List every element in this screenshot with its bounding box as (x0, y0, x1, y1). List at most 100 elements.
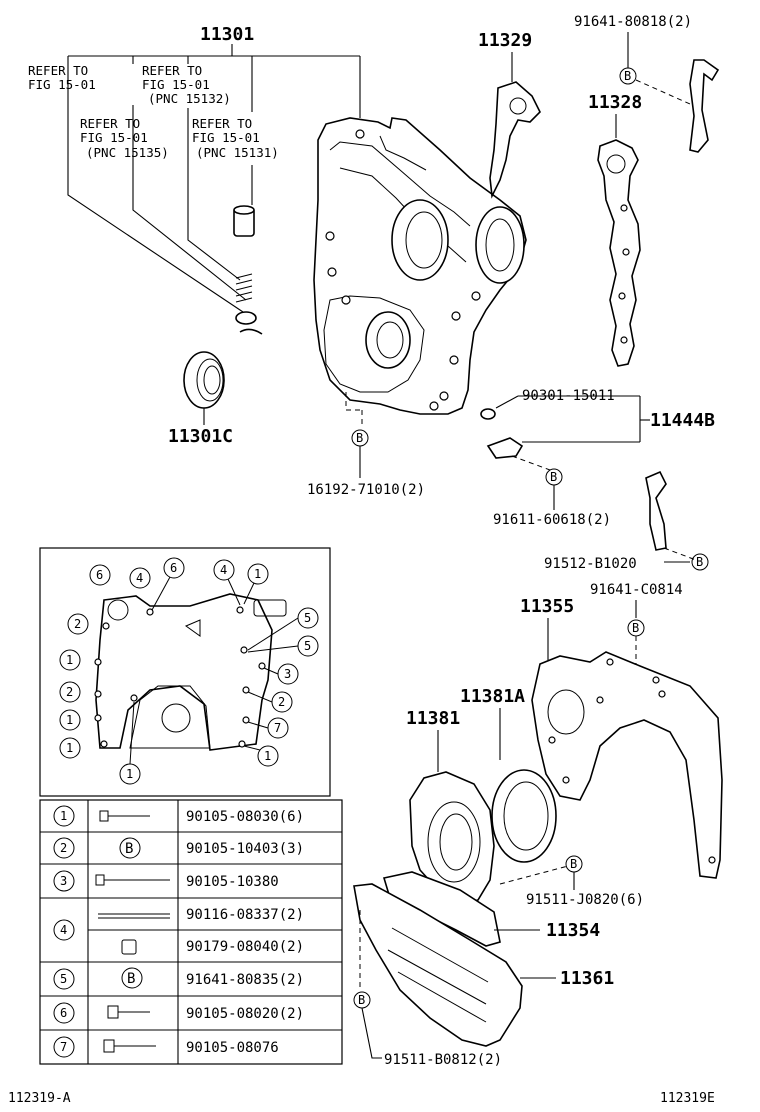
bolt-icon (107, 1005, 150, 1019)
part-number-91611[interactable]: 91611-60618(2) (493, 512, 611, 528)
nut-icon (121, 939, 137, 955)
oil-pipe-bracket-part[interactable] (689, 59, 720, 153)
inset-cover-outline (95, 593, 273, 751)
part-number-11381a[interactable]: 11381A (460, 686, 525, 707)
callout-4[interactable]: 4 (220, 563, 227, 577)
oil-seal-11301c: 11301C (168, 351, 233, 447)
timing-chain-cover-body[interactable] (313, 117, 527, 415)
inset-callouts: 6 4 6 4 1 2 5 5 1 3 2 2 1 7 1 1 1 (59, 557, 319, 785)
part-number-11328[interactable]: 11328 (588, 92, 642, 113)
part-number-11355[interactable]: 11355 (520, 596, 574, 617)
table-part-number[interactable]: 90105-10380 (186, 874, 279, 890)
callout-4[interactable]: 4 (136, 571, 143, 585)
valve-part[interactable] (235, 311, 257, 325)
table-part-number[interactable]: 90116-08337(2) (186, 907, 304, 923)
part-number-16192[interactable]: 16192-71010(2) (307, 482, 425, 498)
stud-91641-80818-group: 91641-80818(2) B 11328 (574, 14, 720, 153)
table-part-number[interactable]: 90105-08020(2) (186, 1006, 304, 1022)
plate-part[interactable] (531, 651, 723, 879)
gasket-11328[interactable] (597, 139, 641, 367)
part-number-11361[interactable]: 11361 (560, 968, 614, 989)
part-number-11301c[interactable]: 11301C (168, 426, 233, 447)
bolt-icon (99, 810, 150, 822)
b-marker: B (570, 857, 577, 871)
part-number-91511-b0812[interactable]: 91511-B0812(2) (384, 1052, 502, 1068)
callout-2[interactable]: 2 (74, 617, 81, 631)
part-number-91511-j0820[interactable]: 91511-J0820(6) (526, 892, 644, 908)
table-key-3[interactable]: 3 (60, 874, 67, 888)
oil-seal-11381a: 11381A (460, 686, 557, 863)
callout-1[interactable]: 1 (66, 653, 73, 667)
refer-note-3-pnc: (PNC 15135) (86, 145, 169, 160)
callout-5[interactable]: 5 (304, 611, 311, 625)
callout-1[interactable]: 1 (66, 741, 73, 755)
callout-6[interactable]: 6 (170, 561, 177, 575)
part-number-11354[interactable]: 11354 (546, 920, 600, 941)
table-key-6[interactable]: 6 (60, 1006, 67, 1020)
pipe-clamp-part[interactable] (645, 470, 667, 551)
part-number-11444b[interactable]: 11444B (650, 410, 715, 431)
table-key-1[interactable]: 1 (60, 809, 67, 823)
relief-valve-parts (233, 205, 263, 335)
callout-7[interactable]: 7 (274, 721, 281, 735)
b-marker: B (624, 69, 631, 83)
callout-1[interactable]: 1 (254, 567, 261, 581)
table-part-number[interactable]: 90105-08076 (186, 1040, 279, 1056)
part-number-11381[interactable]: 11381 (406, 708, 460, 729)
callout-1[interactable]: 1 (126, 767, 133, 781)
part-number-91641-80818[interactable]: 91641-80818(2) (574, 14, 692, 30)
table-part-number[interactable]: 90105-10403(3) (186, 841, 304, 857)
timing-belt-cover-plate-11355: 11355 (520, 596, 723, 879)
b-marker: B (358, 993, 365, 1007)
callout-6[interactable]: 6 (96, 568, 103, 582)
bolt-icon (95, 874, 170, 886)
cover-11361: 11361 (353, 883, 614, 1047)
snap-ring-part[interactable] (239, 328, 263, 335)
b-marker: B (696, 555, 703, 569)
part-number-91641-c0814[interactable]: 91641-C0814 (590, 582, 683, 598)
refer-note-1-line2[interactable]: FIG 15-01 (28, 77, 96, 92)
callout-2[interactable]: 2 (66, 685, 73, 699)
bracket-91512-group: 91512-B1020 B 91641-C0814 B (544, 470, 709, 720)
table-key-4[interactable]: 4 (60, 923, 67, 937)
b-marker: B (125, 841, 133, 857)
callout-5[interactable]: 5 (304, 639, 311, 653)
callout-1[interactable]: 1 (66, 713, 73, 727)
callout-1[interactable]: 1 (264, 749, 271, 763)
callout-3[interactable]: 3 (284, 667, 291, 681)
part-number-11301[interactable]: 11301 (200, 24, 254, 45)
figure-code-left: 112319-A (8, 1091, 71, 1106)
table-key-7[interactable]: 7 (60, 1040, 67, 1054)
refer-note-2-line2[interactable]: FIG 15-01 (142, 77, 210, 92)
refer-note-4-pnc: (PNC 15131) (196, 145, 279, 160)
part-number-11329[interactable]: 11329 (478, 30, 532, 51)
refer-note-2-pnc: (PNC 15132) (148, 91, 231, 106)
bolt-table: B B 1 2 3 4 5 6 7 90105-08030(6) 90105-1… (39, 799, 343, 1065)
retainer-11381: 11381 (406, 708, 495, 905)
callout-2[interactable]: 2 (278, 695, 285, 709)
seal-ring-part[interactable] (491, 769, 557, 863)
bolt-91511-b0812-callout: B 91511-B0812(2) (353, 910, 502, 1068)
b-marker: B (356, 431, 363, 445)
table-part-number[interactable]: 90105-08030(6) (186, 809, 304, 825)
assembly-11301-group: 11301 REFER TO FIG 15-01 REFER TO FIG 15… (28, 24, 361, 319)
spring-part[interactable] (235, 273, 253, 303)
bolt-icon (103, 1039, 156, 1053)
union-part[interactable] (486, 437, 524, 459)
o-ring-part[interactable] (480, 408, 496, 420)
dowel-16192-callout: B 16192-71010(2) (307, 392, 425, 498)
refer-note-1-line1: REFER TO (28, 63, 88, 78)
b-marker: B (127, 971, 135, 987)
table-key-5[interactable]: 5 (60, 972, 67, 986)
part-number-91512-b1020[interactable]: 91512-B1020 (544, 556, 637, 572)
table-part-number[interactable]: 91641-80835(2) (186, 972, 304, 988)
table-key-2[interactable]: 2 (60, 841, 67, 855)
figure-code-right: 112319E (660, 1091, 715, 1106)
table-part-number[interactable]: 90179-08040(2) (186, 939, 304, 955)
refer-note-3-line2[interactable]: FIG 15-01 (80, 130, 148, 145)
refer-note-2-line1: REFER TO (142, 63, 202, 78)
retainer-part[interactable] (409, 771, 495, 905)
cover-part-11361[interactable] (353, 883, 523, 1047)
refer-note-4-line2[interactable]: FIG 15-01 (192, 130, 260, 145)
